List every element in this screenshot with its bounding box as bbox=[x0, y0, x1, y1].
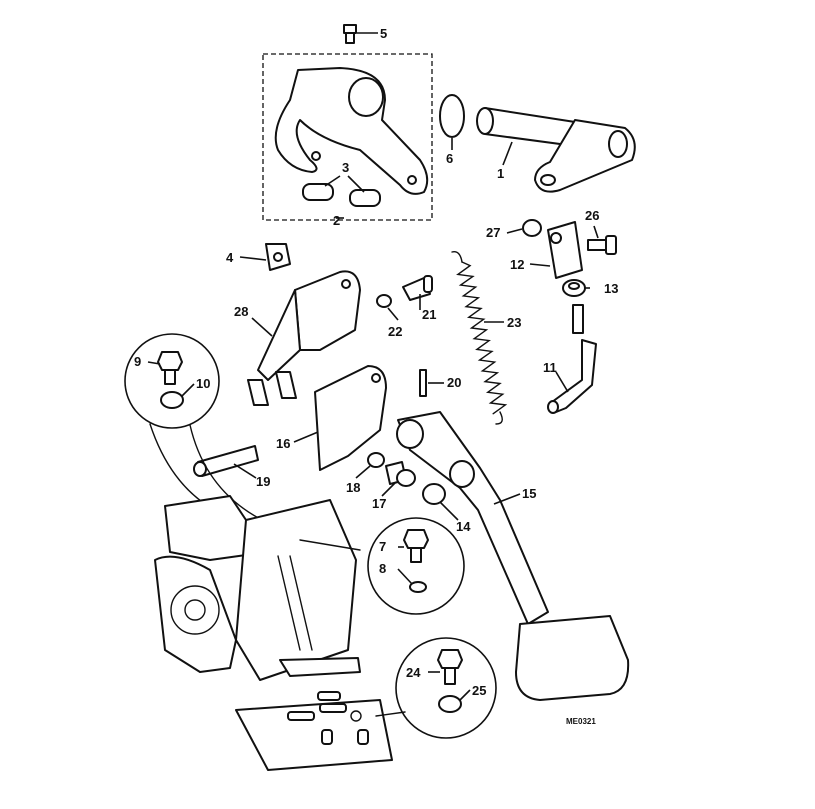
part-12-clevis[interactable] bbox=[547, 221, 583, 279]
part-21-pin[interactable] bbox=[402, 275, 433, 301]
part-28-bracket[interactable] bbox=[247, 270, 361, 406]
callout-28: 28 bbox=[234, 304, 248, 319]
detail-circle-7-8 bbox=[367, 517, 465, 615]
part-25-nut[interactable] bbox=[438, 695, 462, 713]
detail-circle-9-10 bbox=[124, 333, 263, 521]
part-10-nut[interactable] bbox=[160, 391, 184, 409]
callout-17: 17 bbox=[372, 496, 386, 511]
callout-15: 15 bbox=[522, 486, 536, 501]
callout-20: 20 bbox=[447, 375, 461, 390]
reference-code: ME0321 bbox=[566, 717, 596, 726]
part-8-washer[interactable] bbox=[409, 581, 427, 593]
callout-27: 27 bbox=[486, 225, 500, 240]
callout-25: 25 bbox=[472, 683, 486, 698]
part-1-shaft-crank[interactable] bbox=[476, 107, 636, 193]
callout-11: 11 bbox=[543, 360, 557, 375]
part-4-square-nut[interactable] bbox=[265, 243, 291, 271]
part-16-bracket[interactable] bbox=[314, 365, 387, 471]
callout-18: 18 bbox=[346, 480, 360, 495]
callout-2: 2 bbox=[333, 213, 340, 228]
callout-9: 9 bbox=[134, 354, 141, 369]
detail-circle-24-25 bbox=[395, 637, 497, 739]
callout-16: 16 bbox=[276, 436, 290, 451]
callout-23: 23 bbox=[507, 315, 521, 330]
part-19-pin[interactable] bbox=[193, 445, 259, 477]
part-5-screw[interactable] bbox=[343, 24, 357, 44]
callout-12: 12 bbox=[510, 257, 524, 272]
part-11-rod[interactable] bbox=[547, 304, 597, 414]
leader-lines bbox=[147, 32, 599, 701]
callout-24: 24 bbox=[406, 665, 421, 680]
part-3-bushes[interactable] bbox=[302, 183, 381, 207]
callout-4: 4 bbox=[226, 250, 234, 265]
part-2-lever-arm[interactable] bbox=[274, 67, 429, 195]
part-26-clevis-pin[interactable] bbox=[587, 235, 617, 255]
part-6-o-ring[interactable] bbox=[439, 94, 465, 138]
mounting-housing bbox=[154, 495, 406, 771]
callout-7: 7 bbox=[379, 539, 386, 554]
part-17-bolt[interactable] bbox=[385, 461, 416, 487]
part-13-nut[interactable] bbox=[562, 279, 586, 297]
part-27-washer[interactable] bbox=[522, 219, 542, 237]
part-20-pin[interactable] bbox=[419, 369, 427, 397]
part-18-washer[interactable] bbox=[367, 452, 385, 468]
callout-3: 3 bbox=[342, 160, 349, 175]
callout-14: 14 bbox=[456, 519, 471, 534]
assembly-box-2 bbox=[262, 53, 433, 221]
callout-5: 5 bbox=[380, 26, 387, 41]
callout-22: 22 bbox=[388, 324, 402, 339]
part-22-washer[interactable] bbox=[376, 294, 392, 308]
callout-21: 21 bbox=[422, 307, 436, 322]
callout-8: 8 bbox=[379, 561, 386, 576]
callout-10: 10 bbox=[196, 376, 210, 391]
part-9-bolt[interactable] bbox=[157, 351, 183, 385]
callout-1: 1 bbox=[497, 166, 504, 181]
callout-13: 13 bbox=[604, 281, 618, 296]
callout-26: 26 bbox=[585, 208, 599, 223]
part-7-bolt[interactable] bbox=[403, 529, 429, 563]
part-24-bolt[interactable] bbox=[437, 649, 463, 685]
callout-6: 6 bbox=[446, 151, 453, 166]
part-23-spring[interactable] bbox=[451, 251, 503, 425]
part-15-brake-pedal[interactable] bbox=[396, 411, 630, 701]
part-14-washer[interactable] bbox=[422, 483, 446, 505]
spring-coil bbox=[456, 261, 508, 415]
callout-19: 19 bbox=[256, 474, 270, 489]
